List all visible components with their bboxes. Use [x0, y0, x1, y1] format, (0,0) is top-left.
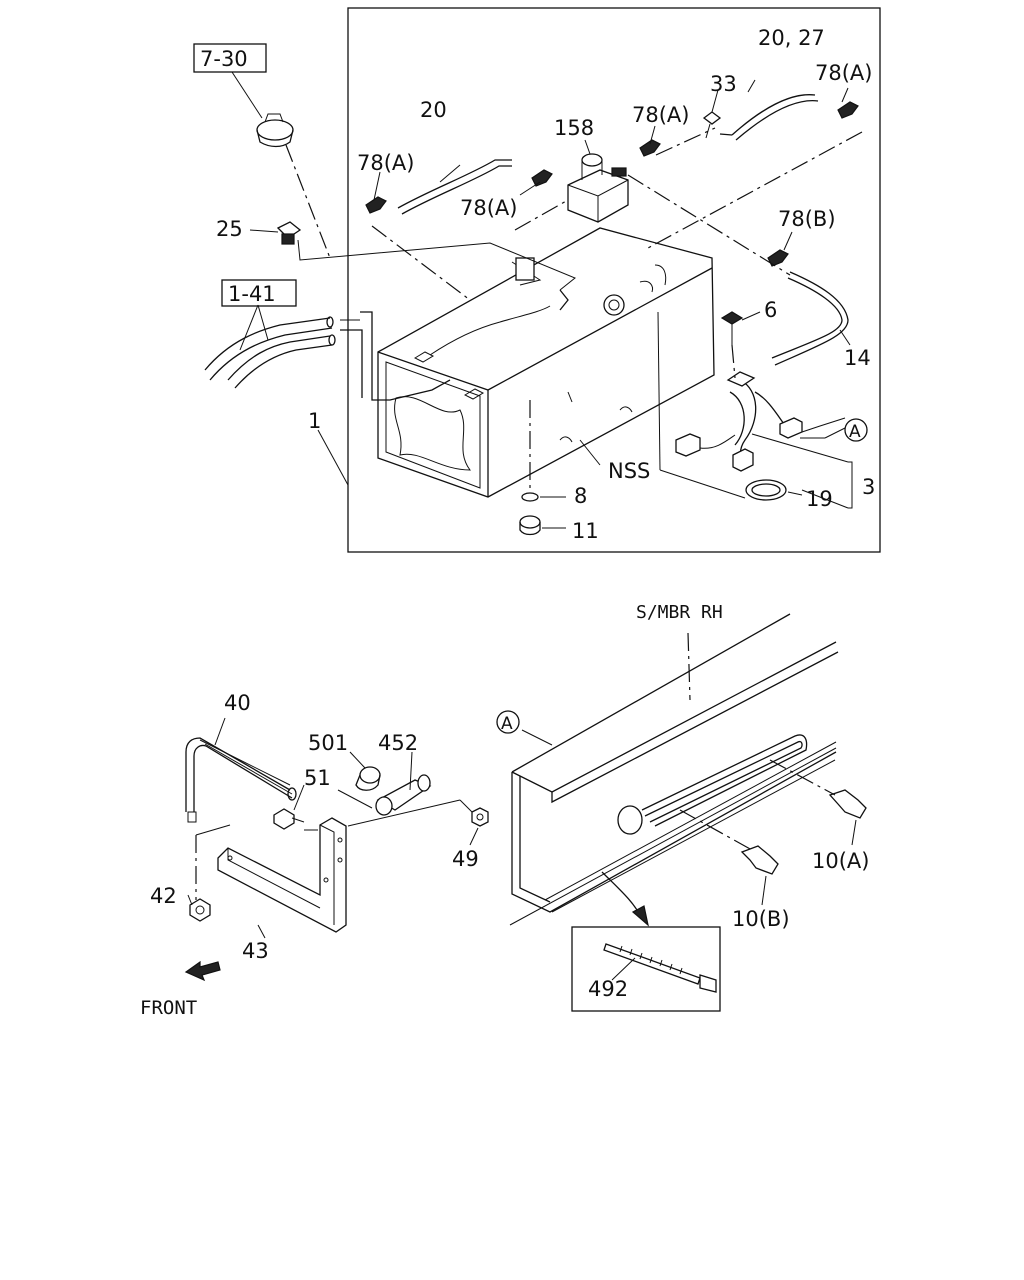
- gasket-19: [745, 479, 787, 501]
- tank-rail: [360, 311, 451, 401]
- leader-lines-right: [521, 632, 857, 906]
- bolt-33: [702, 111, 722, 125]
- callout-78b: 78(B): [778, 207, 836, 231]
- callout-ref-1-41: 1-41: [228, 282, 276, 306]
- callout-158: 158: [554, 116, 594, 140]
- bracket-43: [217, 817, 347, 933]
- hose-20: [397, 159, 512, 209]
- clamp-78a-right: [837, 101, 859, 119]
- callout-78a-top: 78(A): [632, 103, 689, 127]
- washer-8: [521, 492, 539, 502]
- part-25: [276, 221, 302, 245]
- pipes-1-41: [204, 316, 336, 389]
- sender-unit-3: [675, 371, 846, 472]
- callout-78a-right: 78(A): [815, 61, 872, 85]
- filler-cap: [256, 113, 294, 148]
- valve-158: [567, 153, 629, 223]
- callout-20: 20: [420, 98, 447, 122]
- bushing-501: [355, 766, 381, 791]
- clamp-78a-mid: [531, 169, 553, 187]
- front-label: FRONT: [140, 997, 197, 1019]
- callout-78a-left: 78(A): [357, 151, 414, 175]
- callout-49: 49: [452, 847, 479, 871]
- callout-nss: NSS: [608, 459, 650, 483]
- callout-11: 11: [572, 519, 599, 543]
- detail-box-492: [571, 926, 721, 1012]
- clip-10b: [740, 845, 779, 875]
- clamp-78b: [767, 249, 789, 267]
- screw-6: [720, 311, 744, 345]
- callout-6: 6: [764, 298, 777, 322]
- callout-51: 51: [304, 766, 331, 790]
- callout-10b: 10(B): [732, 907, 790, 931]
- callout-25: 25: [216, 217, 243, 241]
- callout-3: 3: [862, 475, 875, 499]
- side-member-rh: [509, 613, 839, 926]
- callout-40: 40: [224, 691, 251, 715]
- tank-detail-frame: [347, 7, 881, 553]
- callout-43: 43: [242, 939, 269, 963]
- circle-reference-icon: A: [496, 710, 520, 734]
- circle-ref-a-top: A: [849, 422, 861, 442]
- callout-1: 1: [308, 409, 321, 433]
- circle-ref-a-bottom: A: [501, 714, 513, 734]
- callout-78a-mid: 78(A): [460, 196, 517, 220]
- callout-14: 14: [844, 346, 871, 370]
- nut-49: [471, 807, 489, 827]
- circle-reference-icon: A: [844, 418, 868, 442]
- callout-20-27: 20, 27: [758, 26, 825, 50]
- pin-452: [375, 774, 432, 816]
- hose-20-27: [731, 94, 816, 136]
- callout-smbr-rh: S/MBR RH: [636, 602, 723, 623]
- callout-492: 492: [588, 977, 628, 1001]
- callout-42: 42: [150, 884, 177, 908]
- leader-lines-top: [231, 71, 863, 529]
- cable-tie-492: [603, 943, 717, 993]
- strap-40: [185, 737, 297, 823]
- ref-box-1-41: [221, 279, 297, 307]
- callout-10a: 10(A): [812, 849, 869, 873]
- front-arrow-icon: [184, 960, 221, 982]
- callout-8: 8: [574, 484, 587, 508]
- nut-42: [189, 898, 211, 922]
- bolt-51: [273, 808, 305, 830]
- clamp-78a-left: [365, 196, 387, 214]
- callout-501: 501: [308, 731, 348, 755]
- clamp-78a-top: [639, 139, 661, 157]
- drain-plug-11: [519, 515, 541, 536]
- callout-452: 452: [378, 731, 418, 755]
- ref-box-7-30: [193, 43, 267, 73]
- clip-10a: [828, 789, 867, 819]
- leader-lines-left: [187, 717, 479, 939]
- callout-33: 33: [710, 72, 737, 96]
- hose-14: [774, 271, 849, 366]
- fuel-tank: [377, 227, 715, 498]
- callout-ref-7-30: 7-30: [200, 47, 248, 71]
- callout-19: 19: [806, 487, 833, 511]
